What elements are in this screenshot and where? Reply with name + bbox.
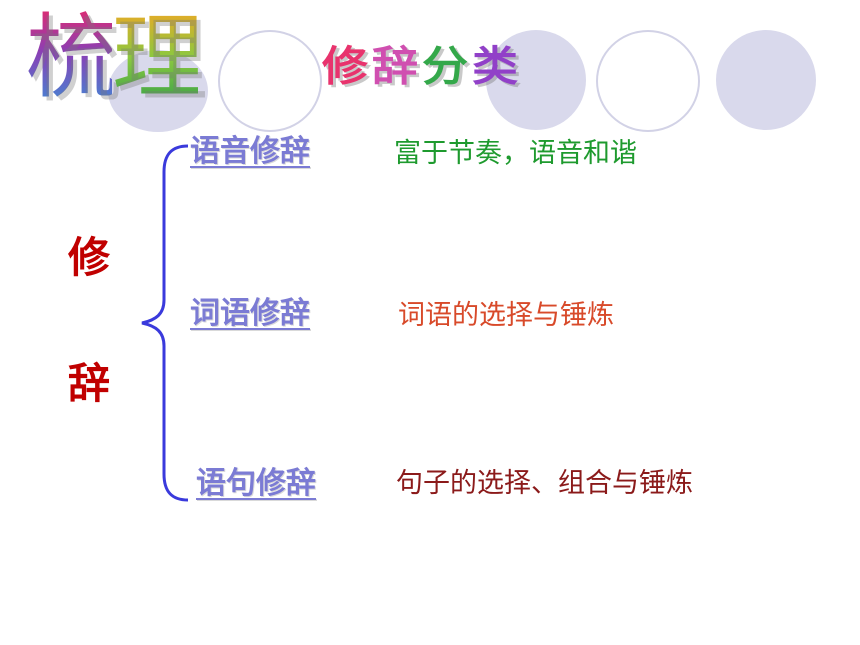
decor-circle-2 [486, 30, 586, 130]
subtitle-char-3: 分 [422, 41, 472, 91]
side-label-char-1: 修 [68, 233, 111, 282]
category-link-sentence[interactable]: 语句修辞 [196, 466, 316, 501]
decor-circle-3 [716, 30, 816, 130]
subtitle-char-2: 辞 [372, 41, 422, 91]
category-link-lexical[interactable]: 词语修辞 [190, 296, 310, 331]
curly-brace [141, 144, 189, 502]
subtitle-char-1: 修 [322, 41, 372, 91]
category-desc-sentence: 句子的选择、组合与锤炼 [396, 468, 693, 499]
decor-ring-1 [218, 30, 322, 132]
subtitle-char-4: 类 [472, 41, 522, 91]
title-char-2: 理 [112, 4, 204, 111]
title-char-1: 梳 [26, 4, 118, 111]
category-desc-phonetic: 富于节奏，语音和谐 [394, 138, 637, 169]
page-title: 梳理 [26, 8, 204, 108]
category-link-phonetic[interactable]: 语音修辞 [190, 134, 310, 169]
section-subtitle: 修辞分类 [322, 41, 522, 91]
decor-ring-2 [596, 30, 700, 132]
category-desc-lexical: 词语的选择与锤炼 [398, 300, 614, 331]
side-label-char-2: 辞 [68, 359, 111, 408]
decor-circle-1 [108, 50, 208, 132]
